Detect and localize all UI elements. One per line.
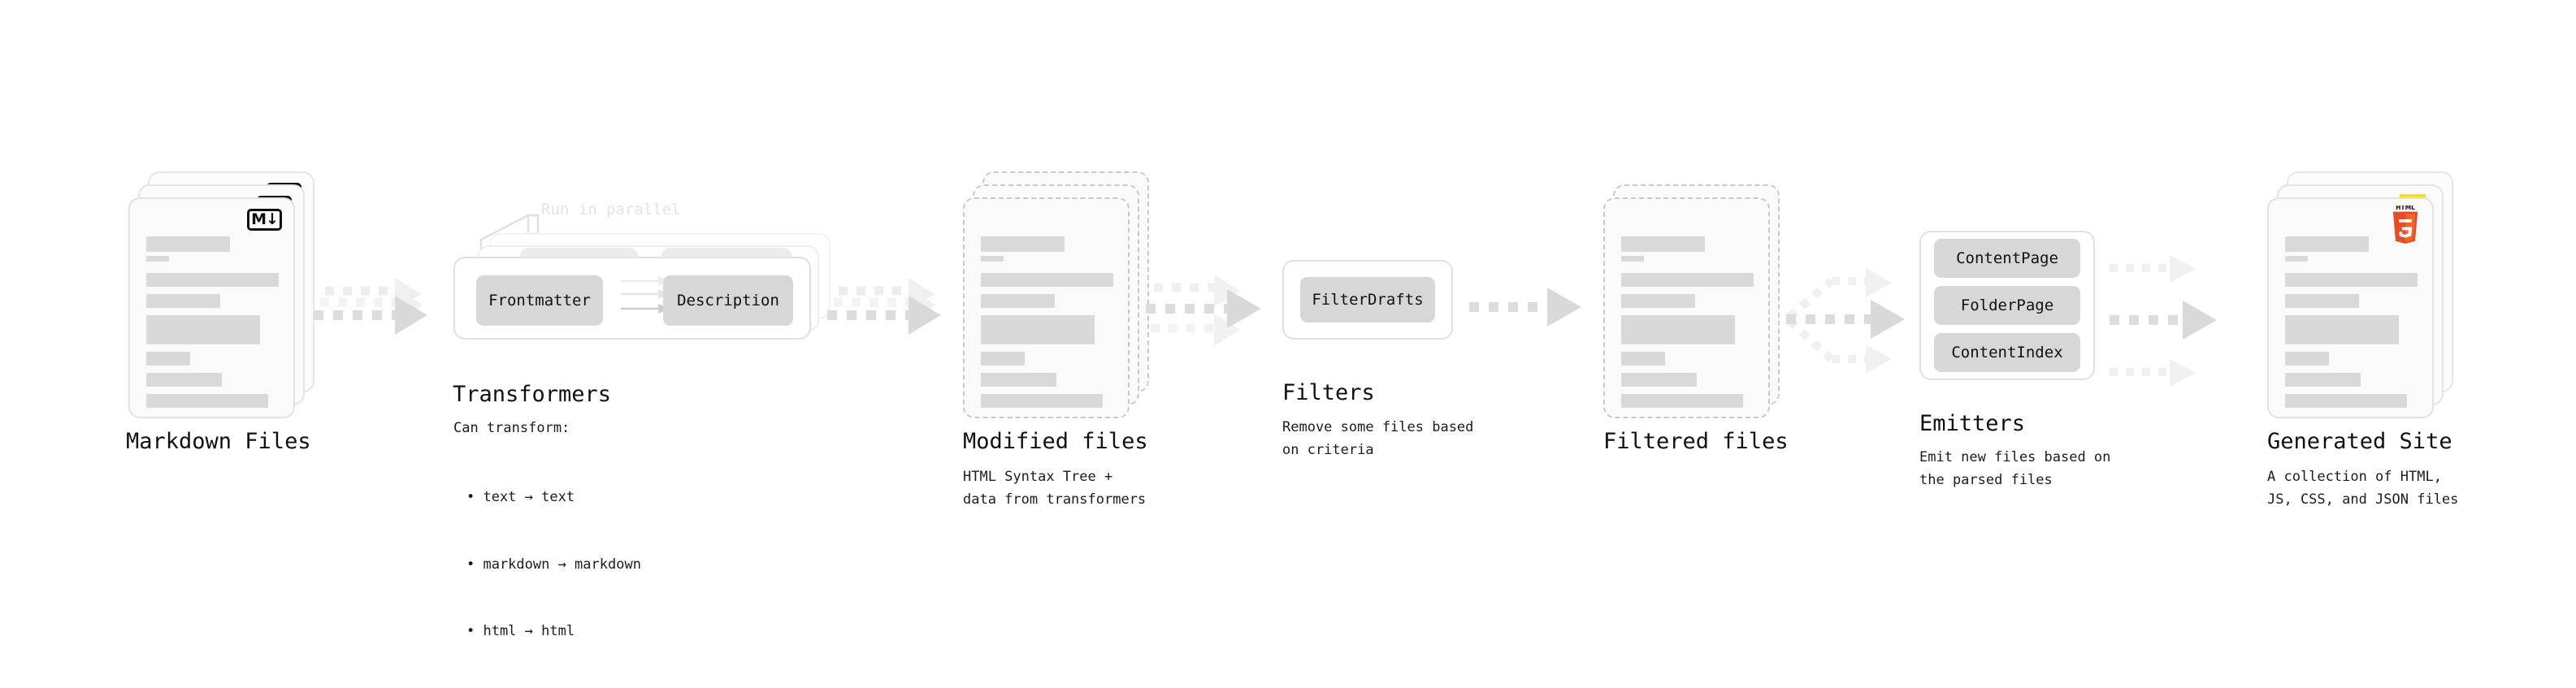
flow-arrow-3 <box>1146 275 1261 346</box>
placeholder-line <box>981 373 1056 387</box>
run-in-parallel-label: Run in parallel <box>541 201 681 219</box>
placeholder-line <box>1621 256 1644 262</box>
placeholder-line <box>1621 315 1736 344</box>
html5-logo-icon: HTML <box>2392 206 2418 244</box>
placeholder-line <box>2285 315 2400 344</box>
placeholder-line <box>2285 273 2418 287</box>
placeholder-line <box>2285 394 2407 408</box>
filter-chip-filterdrafts[interactable]: FilterDrafts <box>1300 277 1435 322</box>
stage-title-markdown-files: Markdown Files <box>126 429 311 454</box>
stage-title-filtered-files: Filtered files <box>1603 429 1789 454</box>
filtered-file-card-front <box>1603 197 1770 418</box>
emitters-description: Emit new files based on the parsed files <box>1919 449 2111 488</box>
placeholder-line <box>981 315 1095 344</box>
placeholder-lines <box>146 236 279 415</box>
flow-arrow-4 <box>1469 288 1581 327</box>
placeholder-line <box>146 236 230 252</box>
placeholder-line <box>1621 294 1696 308</box>
stage-title-generated-site: Generated Site <box>2267 429 2452 454</box>
stage-title-emitters: Emitters <box>1919 411 2026 436</box>
placeholder-line <box>981 352 1025 366</box>
placeholder-line <box>981 256 1004 262</box>
placeholder-line <box>146 256 169 262</box>
placeholder-line <box>1621 236 1705 252</box>
placeholder-line <box>2285 352 2329 366</box>
emitter-chip-contentpage[interactable]: ContentPage <box>1934 239 2080 278</box>
transformers-bullets: • text → text • markdown → markdown • ht… <box>466 442 641 688</box>
modified-file-card-front <box>963 197 1130 418</box>
transformers-bullet-0: • text → text <box>466 489 575 506</box>
placeholder-line <box>1621 273 1754 287</box>
placeholder-lines <box>981 236 1113 415</box>
modified-files-description: HTML Syntax Tree + data from transformer… <box>963 469 1147 508</box>
transformer-chip-description[interactable]: Description <box>663 275 793 326</box>
placeholder-line <box>1621 352 1665 366</box>
placeholder-line <box>146 394 268 408</box>
placeholder-line <box>2285 236 2369 252</box>
placeholder-lines <box>1621 236 1754 415</box>
placeholder-line <box>981 294 1056 308</box>
placeholder-line <box>146 273 279 287</box>
generated-site-description: A collection of HTML, JS, CSS, and JSON … <box>2267 469 2459 508</box>
svg-text:HTML: HTML <box>2396 206 2415 211</box>
placeholder-line <box>146 352 190 366</box>
flow-arrow-6 <box>2110 255 2217 387</box>
placeholder-line <box>146 373 222 387</box>
markdown-logo-icon: M↓ <box>247 209 282 231</box>
placeholder-line <box>981 236 1065 252</box>
generated-site-card-front: HTML <box>2267 197 2434 418</box>
placeholder-line <box>2285 256 2308 262</box>
transformer-chip-frontmatter[interactable]: Frontmatter <box>476 275 603 326</box>
flow-arrow-2 <box>827 278 941 335</box>
placeholder-line <box>2285 294 2360 308</box>
stage-title-transformers: Transformers <box>453 382 612 407</box>
flow-arrow-5 <box>1786 268 1905 374</box>
filters-description: Remove some files based on criteria <box>1282 419 1474 458</box>
emitter-chip-contentindex[interactable]: ContentIndex <box>1934 333 2080 372</box>
placeholder-line <box>1621 373 1697 387</box>
transformers-bullet-2: • html → html <box>466 623 575 640</box>
transformers-description: Can transform: <box>453 420 570 436</box>
placeholder-line <box>981 273 1113 287</box>
stage-title-filters: Filters <box>1282 380 1375 405</box>
placeholder-line <box>981 394 1103 408</box>
placeholder-lines <box>2285 236 2418 415</box>
placeholder-line <box>1621 394 1743 408</box>
placeholder-line <box>2285 373 2361 387</box>
placeholder-line <box>146 315 261 344</box>
transformers-bullet-1: • markdown → markdown <box>466 556 641 573</box>
emitter-chip-folderpage[interactable]: FolderPage <box>1934 286 2080 325</box>
stage-title-modified-files: Modified files <box>963 429 1148 454</box>
markdown-file-card-front: M↓ <box>128 197 295 418</box>
flow-arrow-1 <box>314 278 427 335</box>
placeholder-line <box>146 294 221 308</box>
